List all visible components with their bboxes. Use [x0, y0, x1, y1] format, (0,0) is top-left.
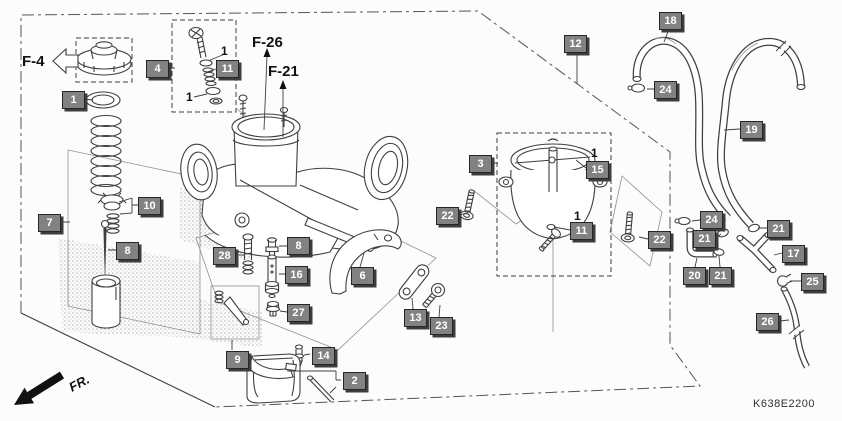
part-callout-19: 19: [740, 121, 763, 139]
chamber-screw-left: [458, 188, 479, 222]
part-callout-21b: 21: [767, 220, 790, 238]
part-callout-9: 9: [226, 351, 249, 369]
part-callout-21a: 21: [693, 230, 716, 248]
part-callout-22a: 22: [436, 207, 459, 225]
part-callout-22b: 22: [648, 231, 671, 249]
part-callout-8a: 8: [116, 242, 139, 260]
border-lines: [20, 10, 701, 408]
part-callout-12: 12: [564, 35, 587, 53]
part-callout-1: 1: [62, 91, 85, 109]
part-callout-28: 28: [213, 247, 236, 265]
ref-f21: F-21: [268, 63, 299, 80]
part-callout-25: 25: [801, 273, 824, 291]
leader-lines: [60, 28, 801, 394]
jet-needle: [100, 219, 110, 284]
part-callout-11b: 11: [570, 222, 593, 240]
part-callout-3: 3: [469, 155, 492, 173]
fuel-hose-19: [716, 37, 806, 228]
air-screw-set: [188, 26, 223, 105]
throttle-lever: [329, 229, 402, 295]
spring-clip-25: [776, 273, 793, 287]
part-callout-20: 20: [683, 267, 706, 285]
part-callout-15: 15: [586, 161, 609, 179]
part-callout-10: 10: [138, 197, 161, 215]
index-marker-1a: 1: [221, 44, 228, 58]
float-pin: [306, 375, 335, 403]
tube-clip-21c: [713, 248, 725, 256]
part-callout-16: 16: [285, 266, 308, 284]
part-callout-2: 2: [343, 372, 366, 390]
index-marker-1d: 1: [574, 209, 581, 223]
part-callout-23: 23: [430, 317, 453, 335]
tube-clip-21b: [748, 223, 760, 233]
part-callout-4: 4: [146, 60, 169, 78]
drain-washer: [546, 223, 556, 231]
part-callout-7: 7: [38, 214, 61, 232]
ref-f26: F-26: [252, 34, 283, 51]
air-screw: [242, 233, 254, 275]
part-callout-26: 26: [756, 313, 779, 331]
index-marker-1b: 1: [186, 90, 193, 104]
part-callout-24b: 24: [700, 211, 723, 229]
throttle-slide: [91, 274, 121, 329]
tee-joint: [736, 231, 777, 274]
hose-clamp-24a: [627, 83, 646, 93]
lever-screw: [422, 282, 446, 309]
f4-direction-arrow: [52, 47, 79, 75]
float-chamber: [498, 138, 608, 240]
part-callout-8b: 8: [287, 237, 310, 255]
diagram-code: K638E2200: [753, 398, 815, 410]
float: [246, 353, 301, 404]
part-callout-24a: 24: [654, 81, 677, 99]
link-plate: [398, 264, 430, 300]
fuel-hose-18: [632, 36, 731, 221]
ref-f4: F-4: [22, 53, 45, 70]
fr-direction-arrow: [14, 371, 65, 405]
cap-part: [76, 41, 132, 76]
part-callout-18: 18: [659, 12, 682, 30]
tube-clip-21a: [717, 228, 729, 238]
part-callout-27: 27: [287, 304, 310, 322]
part-callout-13: 13: [404, 309, 427, 327]
throttle-spring: [90, 114, 122, 197]
needle-jet-nozzle: [264, 254, 280, 299]
part-callout-21c: 21: [709, 267, 732, 285]
ref-arrows: [263, 48, 287, 137]
chamber-screw-right: [620, 210, 638, 244]
part-callout-11a: 11: [216, 60, 239, 78]
part-callout-17: 17: [782, 245, 805, 263]
index-marker-1c: 1: [591, 146, 598, 160]
fr-label: FR.: [66, 372, 92, 395]
needle-valve-set: [214, 290, 250, 326]
spring-seat-set: [97, 192, 127, 234]
part-callout-6: 6: [351, 267, 374, 285]
hose-clamp-24b: [674, 216, 691, 226]
main-jet: [265, 300, 281, 317]
drain-hose-26: [780, 286, 810, 369]
part-callout-14: 14: [312, 347, 335, 365]
